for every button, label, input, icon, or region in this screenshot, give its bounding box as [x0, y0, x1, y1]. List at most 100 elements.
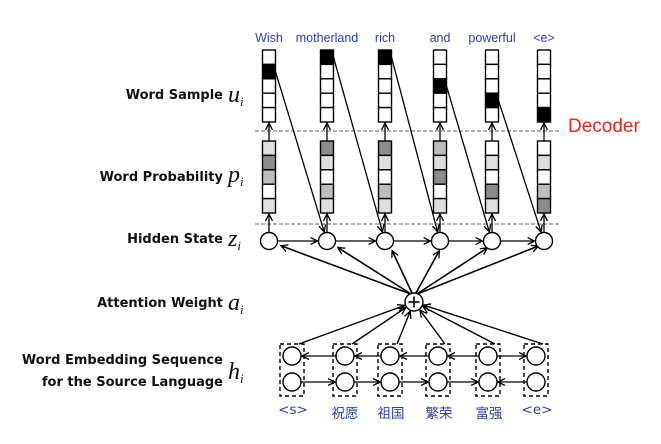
encoder-backward-node	[282, 372, 302, 392]
probability-cell	[261, 140, 277, 157]
sample-cell	[432, 92, 448, 109]
probability-cell	[432, 140, 448, 157]
encoder-backward-node	[526, 372, 546, 392]
sample-feedback-arrow	[445, 85, 490, 232]
attention-to-hidden-arrow	[414, 251, 439, 295]
target-word: rich	[374, 31, 396, 45]
probability-cell	[261, 183, 277, 200]
source-word: 富强	[475, 406, 503, 422]
sample-cell	[432, 63, 448, 80]
sample-cell	[536, 78, 552, 94]
encoder-backward-node	[335, 372, 355, 392]
sample-cell	[261, 63, 277, 80]
sample-cell	[261, 49, 277, 66]
sample-cell	[261, 106, 277, 123]
sample-cell	[536, 49, 552, 66]
encoder-forward-node	[526, 346, 546, 366]
encoder-backward-node	[428, 372, 448, 392]
attention-to-hidden-arrow	[416, 246, 538, 295]
sample-feedback-arrow	[390, 57, 438, 232]
hidden-state-node	[317, 231, 337, 251]
sample-cell	[484, 106, 500, 123]
encoder-to-attention-arrow	[351, 308, 406, 345]
symbol-a: ai	[228, 290, 244, 317]
probability-cell	[484, 169, 500, 185]
probability-cell	[319, 197, 335, 214]
attention-to-hidden-arrow	[281, 246, 411, 295]
hidden-state-node	[375, 231, 395, 251]
encoder-forward-node	[478, 346, 498, 366]
probability-cell	[319, 183, 335, 200]
source-word: 繁荣	[425, 406, 453, 422]
encoder-forward-node	[335, 346, 355, 366]
source-word: 祖国	[377, 406, 405, 422]
row-label-word-probability: Word Probability	[99, 170, 223, 185]
probability-cell	[484, 197, 500, 214]
sample-cell	[319, 49, 335, 66]
hidden-state-node	[430, 231, 450, 251]
encoder-to-attention-arrow	[420, 310, 446, 345]
encoder-group-box	[377, 343, 403, 397]
encoder-group-box	[475, 343, 501, 397]
sample-cell	[261, 78, 277, 94]
source-word: <e>	[521, 402, 553, 418]
target-word: <e>	[533, 31, 555, 45]
probability-cell	[536, 140, 552, 157]
sample-cell	[536, 92, 552, 109]
encoder-group-box	[332, 343, 358, 397]
encoder-forward-node	[380, 346, 400, 366]
target-word: motherland	[295, 31, 359, 45]
probability-cell	[536, 197, 552, 214]
hidden-state-node	[482, 231, 502, 251]
sample-cell	[432, 49, 448, 66]
probability-cell	[377, 169, 393, 185]
sample-cell	[484, 92, 500, 109]
probability-cell	[432, 169, 448, 185]
sample-cell	[377, 92, 393, 109]
encoder-to-attention-arrow	[298, 305, 405, 345]
encoder-backward-node	[380, 372, 400, 392]
target-word: and	[429, 31, 451, 45]
encoder-to-attention-arrow	[424, 305, 544, 345]
probability-cell	[377, 154, 393, 171]
symbol-z: zi	[228, 226, 241, 253]
probability-cell	[377, 197, 393, 214]
probability-cell	[261, 197, 277, 214]
sample-feedback-arrow	[497, 100, 542, 232]
probability-cell	[536, 154, 552, 171]
target-word: powerful	[468, 31, 516, 45]
row-label-word-sample: Word Sample	[125, 88, 223, 103]
probability-cell	[261, 169, 277, 185]
sample-cell	[484, 78, 500, 94]
probability-cell	[261, 154, 277, 171]
encoder-forward-node	[282, 346, 302, 366]
attention-to-hidden-arrow	[392, 251, 414, 295]
probability-cell	[484, 154, 500, 171]
sample-cell	[377, 106, 393, 123]
sample-feedback-arrow	[274, 71, 325, 232]
sample-cell	[432, 78, 448, 94]
probability-cell	[484, 183, 500, 200]
attention-to-hidden-arrow	[338, 247, 412, 295]
probability-cell	[432, 197, 448, 214]
target-word: Wish	[255, 31, 283, 45]
encoder-group-box	[425, 343, 451, 397]
sample-cell	[432, 106, 448, 123]
sample-cell	[319, 78, 335, 94]
symbol-p: pi	[228, 162, 244, 189]
sample-cell	[377, 78, 393, 94]
encoder-group-box	[523, 343, 549, 397]
encoder-group-box	[279, 343, 305, 397]
source-word: <s>	[278, 402, 308, 418]
source-word: 祝愿	[331, 406, 359, 422]
encoder-backward-node	[478, 372, 498, 392]
probability-cell	[319, 154, 335, 171]
probability-cell	[432, 183, 448, 200]
hidden-state-node	[259, 231, 279, 251]
probability-cell	[319, 169, 335, 185]
sample-cell	[377, 63, 393, 80]
sample-cell	[484, 49, 500, 66]
attention-to-hidden-arrow	[416, 248, 488, 295]
probability-cell	[377, 140, 393, 157]
